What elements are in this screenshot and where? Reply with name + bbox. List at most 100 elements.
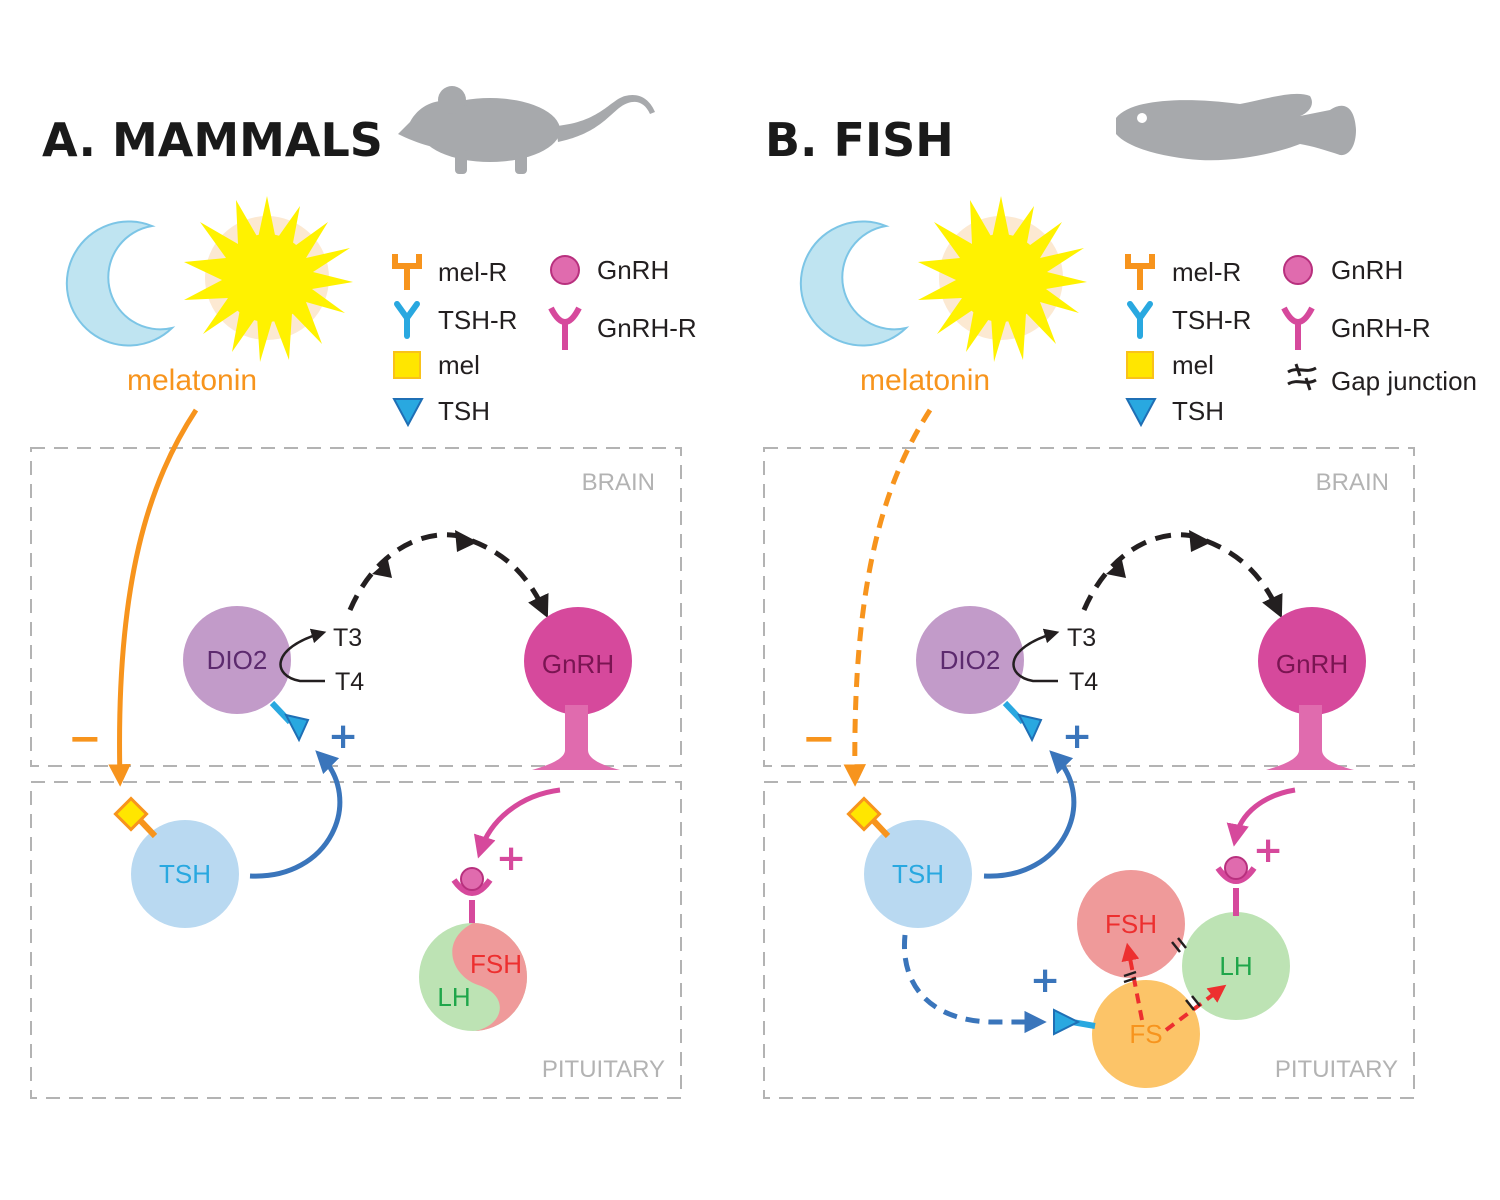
plus-fs-sign: + [1030, 960, 1060, 1001]
legend-gnrh-b: GnRH [1331, 255, 1403, 285]
gnrh-neuron [524, 607, 632, 770]
gonadotrope-cell [419, 923, 527, 1031]
mel-icon [393, 351, 421, 379]
gnrh-to-lh-arrow [1226, 787, 1296, 847]
panel-b-title: B. FISH [765, 113, 954, 167]
plus-gnrhr-sign: + [496, 838, 526, 879]
mel-icon-b [1126, 351, 1154, 379]
gnrh-neuron-b [1258, 607, 1366, 770]
t4-to-t3-arrow-b [1012, 628, 1060, 683]
legend-gnrh: GnRH [597, 255, 669, 285]
fsh-label: FSH [470, 949, 522, 979]
t3-arrow-mid-head-2 [455, 530, 478, 552]
melatonin-label-b: melatonin [860, 364, 990, 397]
panel-a-title: A. MAMMALS [42, 113, 383, 167]
moon-icon-b [799, 220, 910, 347]
legend-tsh: TSH [438, 396, 490, 426]
legend-tsh-r: TSH-R [438, 305, 517, 335]
brain-region-box [30, 447, 682, 767]
gnrh-receptor-on-gonadotrope [451, 867, 493, 930]
melatonin-arrow [108, 408, 199, 787]
pituitary-label: PITUITARY [542, 1056, 665, 1083]
mel-receptor-on-tsh [113, 796, 158, 839]
sun-icon-b [918, 196, 1087, 362]
fish-icon [1116, 93, 1356, 161]
t3-label-b: T3 [1067, 624, 1096, 652]
mouse-icon [398, 86, 655, 174]
fsh-cell [1077, 870, 1185, 978]
plus-gnrhr-sign-b: + [1253, 830, 1283, 871]
gnrh-receptor-icon-b [1281, 306, 1315, 350]
t3-label: T3 [333, 624, 362, 652]
brain-label-b: BRAIN [1316, 469, 1389, 496]
gnrh-to-pituitary-arrow [473, 787, 561, 859]
gnrh-receptor-icon [548, 306, 582, 350]
gap-junction-fsh-lh [1171, 937, 1187, 953]
mel-receptor-icon-b [1125, 254, 1155, 290]
legend-tsh-r-b: TSH-R [1172, 305, 1251, 335]
t3-arrow-mid-head-2-b [1189, 530, 1212, 552]
t3-arrow-mid-head-b [1106, 560, 1126, 578]
tsh-cell [131, 820, 239, 928]
legend-gnrh-r-b: GnRH-R [1331, 313, 1431, 343]
tsh-receptor-on-dio2 [269, 700, 310, 743]
tsh-cell-label: TSH [159, 859, 211, 889]
brain-region-box-b [763, 447, 1415, 767]
tsh-to-fs-arrow [901, 934, 1047, 1034]
gap-junction-fs-lh [1185, 995, 1201, 1011]
legend-tsh-b: TSH [1172, 396, 1224, 426]
dio2-label-b: DIO2 [940, 645, 1001, 675]
tsh-receptor-icon [394, 301, 420, 339]
fsh-label-b: FSH [1105, 909, 1157, 939]
t3-to-gnrh-arrow [347, 532, 549, 619]
dio2-cell-b [916, 606, 1024, 714]
dio2-cell [183, 606, 291, 714]
pituitary-region-box-b [763, 781, 1415, 1099]
legend-mel: mel [438, 350, 480, 380]
tsh-cell-b [864, 820, 972, 928]
brain-label: BRAIN [582, 469, 655, 496]
tsh-receptor-on-dio2-b [1002, 700, 1043, 743]
tsh-receptor-icon-b [1127, 301, 1153, 339]
fs-label: FS [1129, 1019, 1162, 1049]
legend-mel-b: mel [1172, 350, 1214, 380]
panel-a: A. MAMMALS melatonin mel-R [30, 86, 697, 1099]
minus-sign-b: − [802, 716, 836, 762]
moon-icon [65, 220, 176, 347]
lh-label-b: LH [1219, 951, 1252, 981]
tsh-cell-label-b: TSH [892, 859, 944, 889]
gnrh-dot-icon-b [1283, 255, 1313, 285]
t3-arrow-mid-head [372, 560, 392, 578]
plus-tshr-sign-b: + [1062, 716, 1092, 757]
tsh-to-dio2-arrow [249, 750, 343, 879]
t4-label: T4 [335, 668, 364, 696]
legend-mel-r: mel-R [438, 257, 507, 287]
t4-to-t3-arrow [279, 628, 327, 683]
melatonin-arrow-b [843, 408, 933, 787]
plus-tshr-sign: + [328, 716, 358, 757]
legend-a: mel-R TSH-R mel TSH GnRH GnRH-R [392, 254, 697, 428]
legend-b: mel-R TSH-R mel TSH GnRH GnRH-R Gap junc… [1125, 254, 1477, 428]
gnrh-cell-label-b: GnRH [1276, 649, 1348, 679]
tsh-triangle-icon-b [1125, 398, 1157, 428]
gnrh-receptor-on-lh [1215, 856, 1257, 916]
pituitary-label-b: PITUITARY [1275, 1056, 1398, 1083]
gap-junction-fsh-fs [1123, 970, 1137, 984]
legend-gap-junction: Gap junction [1331, 366, 1477, 396]
tsh-triangle-icon [392, 398, 424, 428]
gnrh-dot-icon [550, 255, 580, 285]
legend-gnrh-r: GnRH-R [597, 313, 697, 343]
t3-to-gnrh-arrow-b [1081, 532, 1283, 619]
tsh-to-dio2-arrow-b [983, 750, 1077, 879]
fs-cell [1092, 980, 1200, 1088]
panel-b: B. FISH melatonin mel-R TSH-R mel [763, 93, 1477, 1099]
lh-label: LH [437, 982, 470, 1012]
mel-receptor-on-tsh-b [846, 796, 891, 839]
tsh-receptor-on-fs [1053, 1008, 1096, 1036]
pituitary-region-box [30, 781, 682, 1099]
legend-mel-r-b: mel-R [1172, 257, 1241, 287]
minus-sign: − [68, 716, 102, 762]
fs-to-fsh-arrow [1121, 942, 1144, 1021]
t4-label-b: T4 [1069, 668, 1098, 696]
gap-junction-icon [1287, 363, 1317, 391]
